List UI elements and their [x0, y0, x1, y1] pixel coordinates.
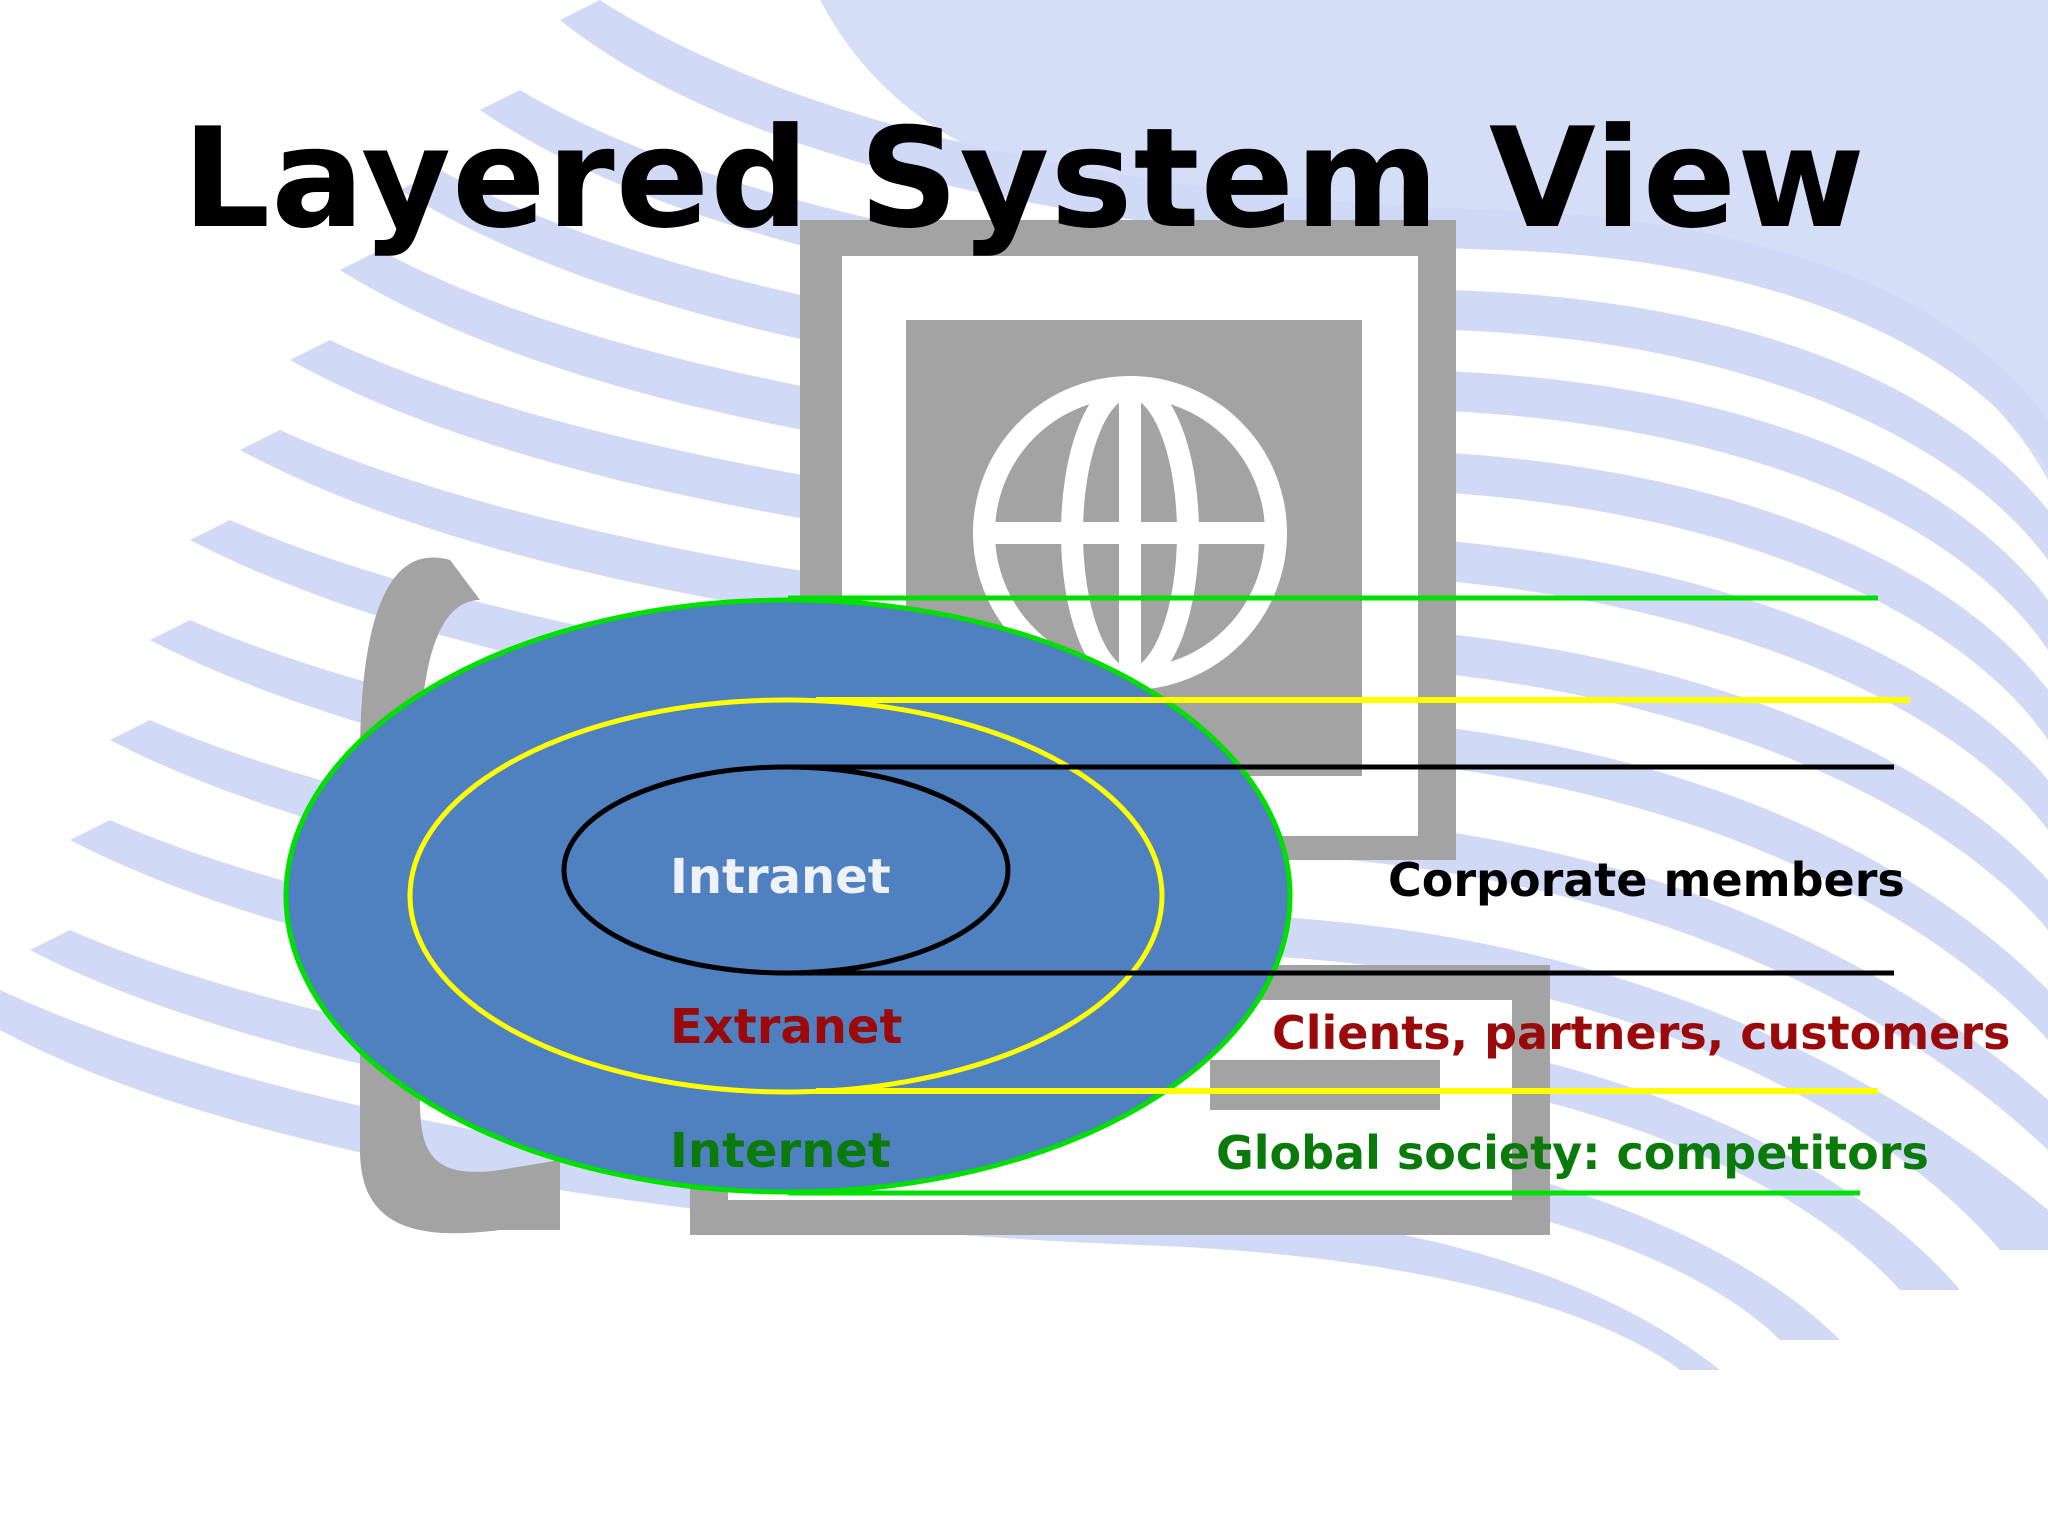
corporate-members-label: Corporate members	[1388, 853, 1905, 907]
internet-label: Internet	[670, 1123, 891, 1179]
clients-partners-customers-label: Clients, partners, customers	[1272, 1006, 2011, 1060]
page-title: Layered System View	[182, 98, 1866, 259]
extranet-label: Extranet	[670, 999, 903, 1055]
global-society-label: Global society: competitors	[1216, 1126, 1929, 1180]
intranet-label: Intranet	[670, 849, 891, 905]
extranet-ellipse	[407, 697, 1165, 1095]
